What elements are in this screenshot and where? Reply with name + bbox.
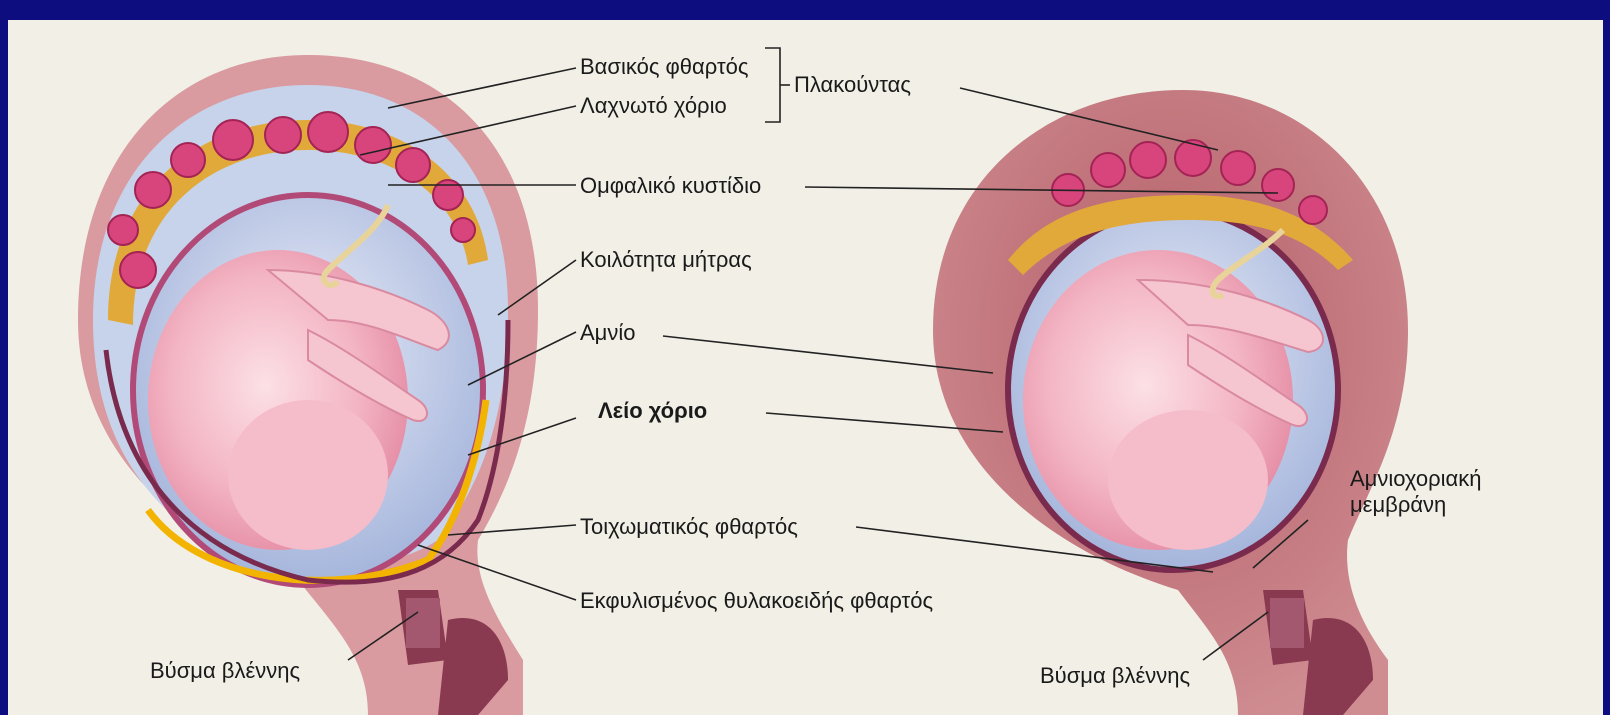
label-uterine-cavity: Κοιλότητα μήτρας bbox=[580, 247, 752, 273]
label-smooth-chorion: Λείο χόριο bbox=[598, 398, 707, 424]
label-chorion-frondosum: Λαχνωτό χόριο bbox=[580, 93, 727, 119]
label-amnion: Αμνίο bbox=[580, 320, 635, 346]
label-yolk-sac: Ομφαλικό κυστίδιο bbox=[580, 173, 761, 199]
label-amniochorionic-membrane-2: μεμβράνη bbox=[1350, 492, 1446, 518]
label-basal-decidua: Βασικός φθαρτός bbox=[580, 54, 749, 80]
label-degenerated-capsular-decidua: Εκφυλισμένος θυλακοειδής φθαρτός bbox=[580, 588, 933, 614]
diagram-panel: Βασικός φθαρτός Λαχνωτό χόριο Πλακούντας… bbox=[8, 20, 1603, 715]
label-placenta: Πλακούντας bbox=[794, 72, 911, 98]
label-mucus-plug-left: Βύσμα βλέννης bbox=[150, 658, 300, 684]
right-illustration bbox=[933, 90, 1408, 715]
label-amniochorionic-membrane-1: Αμνιοχοριακή bbox=[1350, 466, 1481, 492]
label-mucus-plug-right: Βύσμα βλέννης bbox=[1040, 663, 1190, 689]
label-parietal-decidua: Τοιχωματικός φθαρτός bbox=[580, 514, 798, 540]
